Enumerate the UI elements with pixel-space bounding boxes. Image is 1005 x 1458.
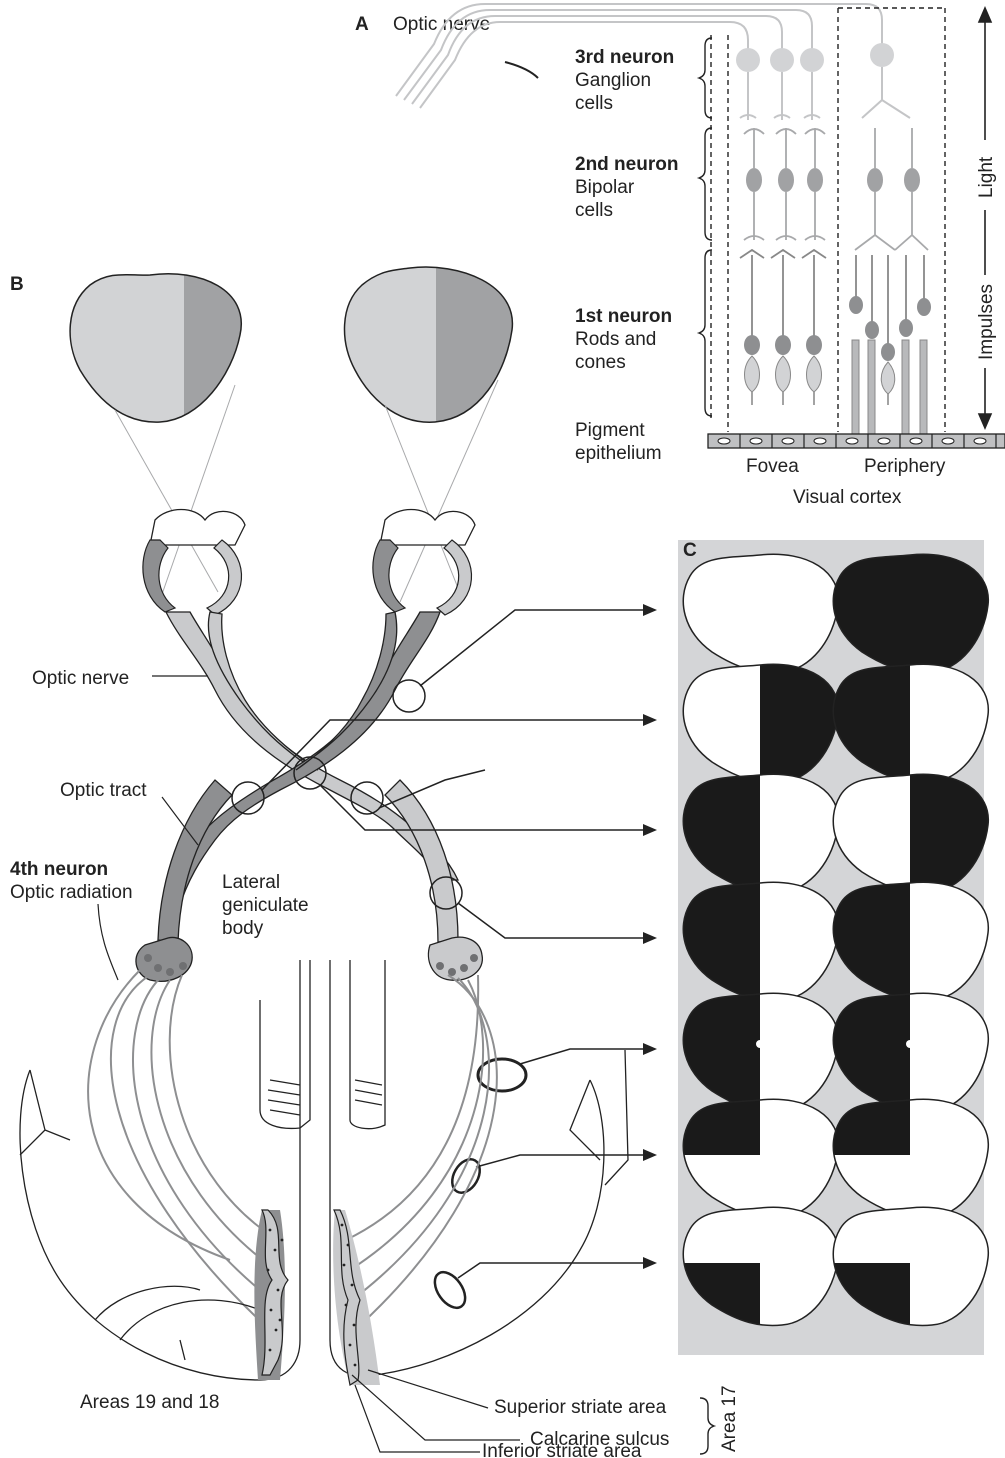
- midbrain-structures: [260, 960, 385, 1129]
- photoreceptors: [740, 250, 931, 435]
- label-periphery: Periphery: [864, 456, 946, 477]
- label-optic-radiation: Optic radiation: [10, 882, 133, 903]
- panel-b-letter: B: [10, 274, 24, 295]
- label-fovea: Fovea: [746, 456, 799, 477]
- label-areas-19-18: Areas 19 and 18: [80, 1392, 219, 1413]
- right-eye: [373, 510, 475, 616]
- label-optic-nerve-b: Optic nerve: [32, 668, 129, 689]
- label-pigment: Pigment: [575, 420, 645, 441]
- label-impulses: Impulses: [976, 284, 997, 360]
- label-area-17: Area 17: [719, 1385, 740, 1452]
- light-impulse-arrow: [979, 8, 991, 428]
- optic-nerves-chiasm: [165, 612, 458, 905]
- area17-brace: [700, 1398, 714, 1454]
- ganglion-cells: [736, 43, 894, 72]
- bipolar-processes: [744, 128, 928, 250]
- label-inferior-striate: Inferior striate area: [482, 1441, 642, 1458]
- label-cells-2nd: cells: [575, 200, 613, 221]
- label-ganglion: Ganglion: [575, 70, 651, 91]
- label-1st-neuron: 1st neuron: [575, 306, 672, 327]
- optic-radiation-right: [346, 975, 497, 1330]
- pointer-arrowheads: [643, 604, 657, 1269]
- label-epithelium: epithelium: [575, 443, 662, 464]
- optic-nerve-a-ring: [505, 62, 538, 78]
- label-cells-3rd: cells: [575, 93, 613, 114]
- right-visual-field: [330, 255, 526, 430]
- label-lateral: Lateral: [222, 872, 280, 893]
- label-geniculate: geniculate: [222, 895, 309, 916]
- label-3rd-neuron: 3rd neuron: [575, 47, 674, 68]
- left-visual-field: [60, 260, 254, 430]
- label-visual-cortex: Visual cortex: [793, 487, 902, 508]
- pigment-epithelium-cells: [708, 434, 1005, 448]
- label-2nd-neuron: 2nd neuron: [575, 154, 678, 175]
- left-eye: [143, 510, 245, 616]
- label-4th-neuron: 4th neuron: [10, 859, 108, 880]
- occipital-lobes: [20, 960, 628, 1380]
- bipolar-cells: [746, 168, 920, 192]
- panel-a-retina: A Optic nerve: [355, 4, 1005, 508]
- ganglion-dendrites: [740, 67, 910, 120]
- label-bipolar: Bipolar: [575, 177, 635, 198]
- label-optic-tract: Optic tract: [60, 780, 147, 801]
- panel-c-visual-field-defects: C: [660, 540, 1005, 1355]
- optic-radiation-left: [88, 970, 278, 1330]
- label-optic-nerve-a: Optic nerve: [393, 14, 490, 35]
- panel-c-letter: C: [683, 540, 697, 561]
- label-body: body: [222, 918, 264, 939]
- label-light: Light: [976, 156, 997, 198]
- neuron-braces: [699, 38, 712, 416]
- leader-lines: [98, 676, 520, 1452]
- label-rods-and: Rods and: [575, 329, 656, 350]
- striate-cortex: [254, 1210, 380, 1385]
- label-superior-striate: Superior striate area: [494, 1397, 667, 1418]
- label-cones: cones: [575, 352, 626, 373]
- panel-a-letter: A: [355, 14, 369, 35]
